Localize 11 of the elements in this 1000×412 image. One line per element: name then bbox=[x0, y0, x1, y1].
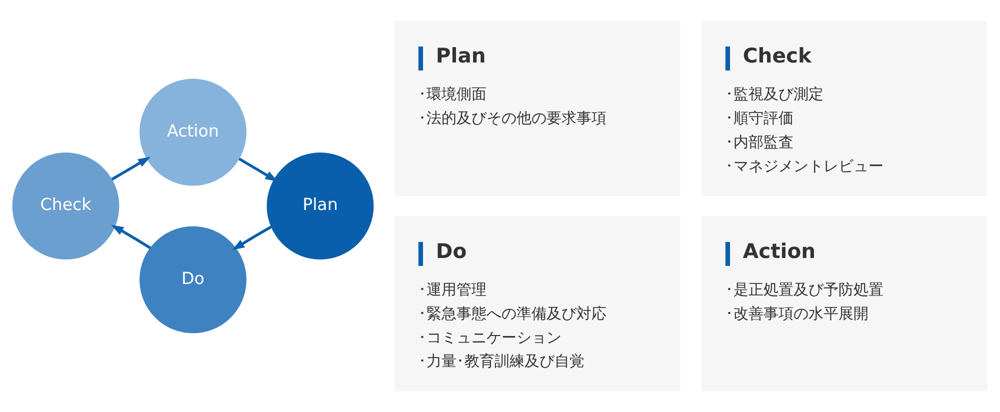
node-box: Check ･監視及び測定 ･順守評価 ･内部監査 ･マネジメントレビュー bbox=[701, 20, 988, 196]
node-box: Action ･是正処置及び予防処置 ･改善事項の水平展開 bbox=[701, 216, 988, 392]
arrow bbox=[111, 224, 152, 250]
node-box: Do ･運用管理 ･緊急事態への準備及び対応 ･コミュニケーション ･力量･教育訓練及び自覚 bbox=[394, 216, 680, 392]
arrow bbox=[232, 226, 272, 250]
node-box: Plan ･環境側面 ･法的及びその他の要求事項 bbox=[394, 20, 680, 196]
arrow bbox=[238, 158, 278, 182]
node-circle: Action bbox=[140, 78, 246, 186]
node-circle: Check bbox=[12, 152, 120, 260]
arrow bbox=[111, 156, 150, 181]
node-circle: Plan bbox=[266, 152, 374, 260]
